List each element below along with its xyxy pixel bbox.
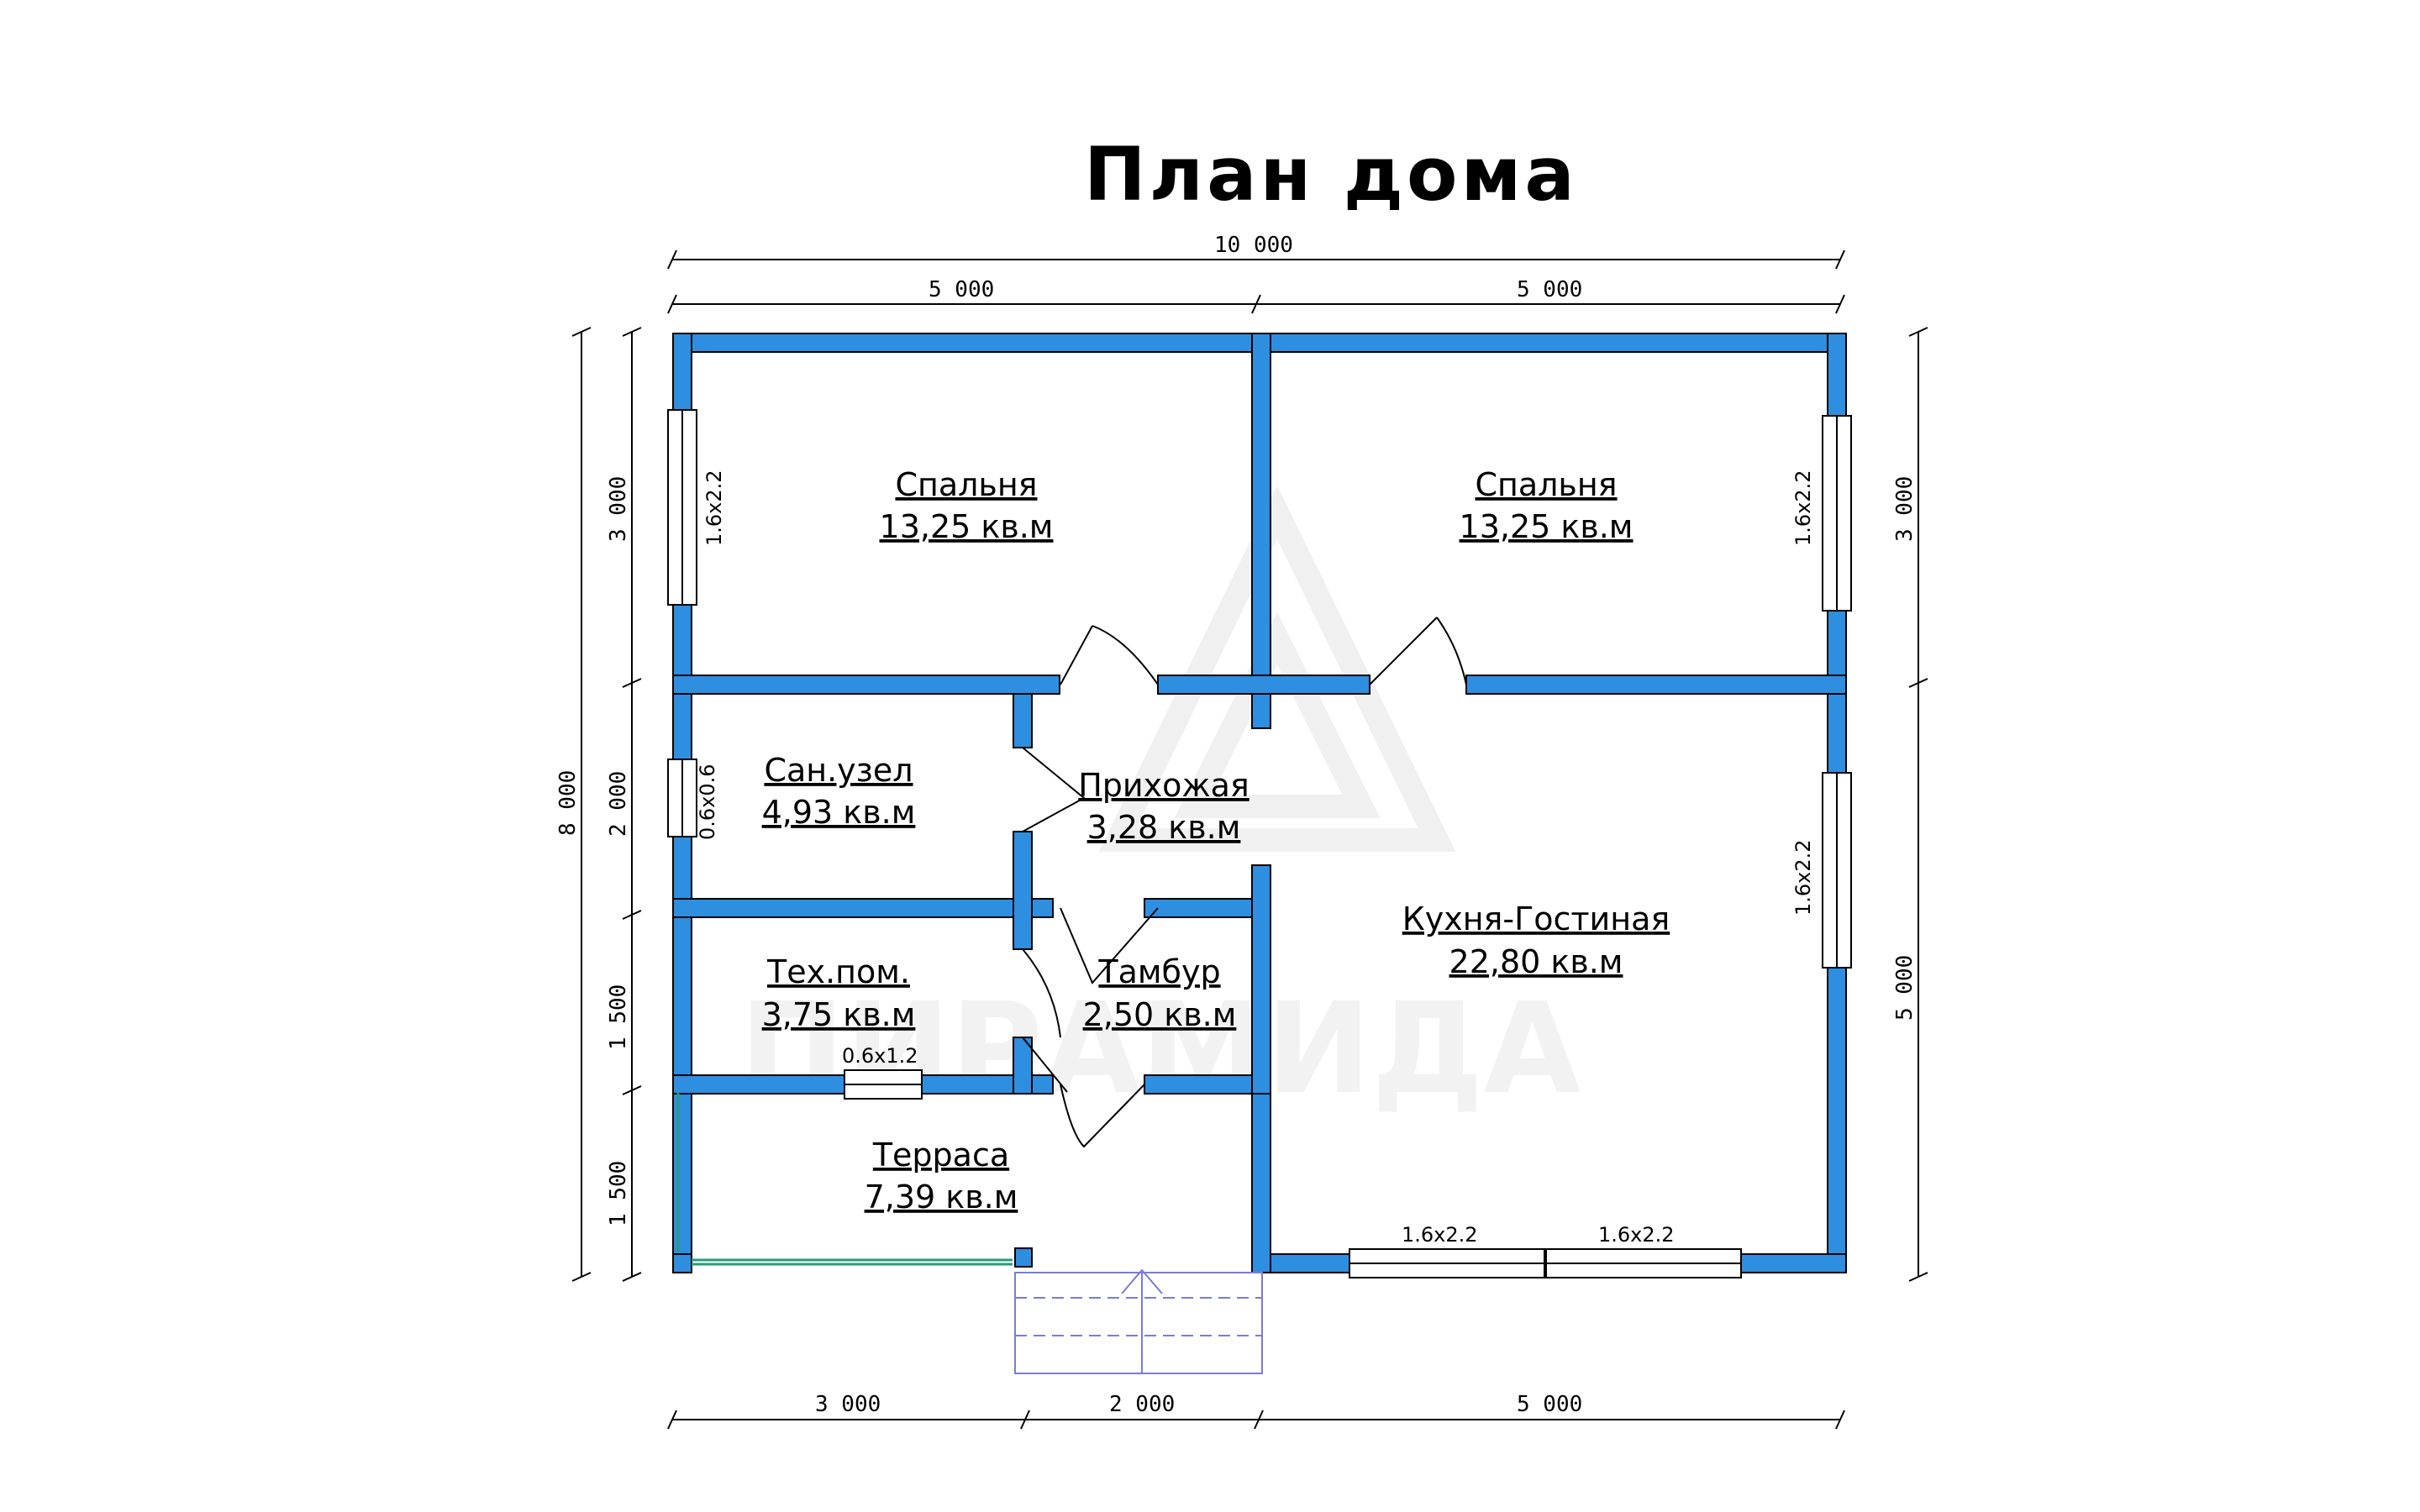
dimension-label: 10 000 [1214,233,1293,258]
dimension-left-segments: 3 000 2 000 1 500 1 500 [606,327,642,1282]
room-bedroom-right: Спальня 13,25 кв.м [1460,466,1634,545]
dimension-right-segments: 3 000 5 000 [1892,327,1928,1282]
dimension-top-total: 10 000 [667,233,1845,270]
room-hallway: Прихожая 3,28 кв.м [1078,767,1249,846]
dimension-label: 5 000 [1892,955,1918,1021]
dimension-label: 8 000 [555,770,581,836]
dimension-label: 2 000 [606,771,631,837]
dimension-label: 2 000 [1109,1392,1175,1417]
room-vestibule: Тамбур 2,50 кв.м [1083,953,1237,1033]
dimension-label: 3 000 [815,1392,881,1417]
room-area: 3,75 кв.м [762,996,916,1033]
terrace-railing [676,1092,1013,1266]
room-area: 7,39 кв.м [865,1179,1018,1215]
room-name: Терраса [872,1137,1009,1173]
window-label: 0.6x1.2 [842,1044,918,1068]
room-area: 22,80 кв.м [1449,943,1623,980]
window-label: 1.6x2.2 [1598,1223,1675,1247]
room-name: Спальня [895,466,1037,503]
window-label: 1.6x2.2 [1791,470,1815,546]
window-label: 1.6x2.2 [702,470,726,546]
page-title: План дома [1084,131,1578,218]
room-name: Тамбур [1097,953,1220,990]
dimension-label: 5 000 [1517,1392,1582,1417]
room-area: 13,25 кв.м [1460,508,1634,545]
dimension-label: 3 000 [606,476,631,542]
room-name: Сан.узел [764,752,913,789]
window-label: 1.6x2.2 [1402,1223,1478,1247]
dimension-top-halves: 5 000 5 000 [667,277,1845,314]
dimension-label: 1 500 [606,984,631,1050]
entrance-stairs [1014,1268,1263,1374]
room-area: 4,93 кв.м [762,794,916,831]
dimension-label: 5 000 [929,277,994,302]
room-tech: Тех.пом. 3,75 кв.м [762,953,916,1033]
dimension-left-total: 8 000 [555,327,592,1282]
window-label: 1.6x2.2 [1791,839,1815,916]
doors [1022,617,1467,1148]
room-area: 13,25 кв.м [880,508,1054,545]
dimension-label: 3 000 [1892,476,1918,542]
window-label: 0.6x0.6 [696,764,719,840]
dimension-label: 5 000 [1517,277,1582,302]
room-name: Прихожая [1078,767,1249,804]
room-area: 2,50 кв.м [1083,996,1237,1033]
room-bathroom: Сан.узел 4,93 кв.м [762,752,916,831]
room-terrace: Терраса 7,39 кв.м [865,1137,1018,1215]
room-area: 3,28 кв.м [1087,809,1241,846]
room-name: Кухня-Гостиная [1402,900,1670,937]
room-name: Тех.пом. [766,953,910,990]
room-kitchen-living: Кухня-Гостиная 22,80 кв.м [1402,900,1670,980]
dimension-bottom-segments: 3 000 2 000 5 000 [667,1392,1845,1430]
room-bedroom-left: Спальня 13,25 кв.м [880,466,1054,545]
watermark: ПИРАМИДА [739,486,1581,1122]
dimension-label: 1 500 [606,1161,631,1226]
room-name: Спальня [1475,466,1617,503]
windows [667,409,1852,1278]
